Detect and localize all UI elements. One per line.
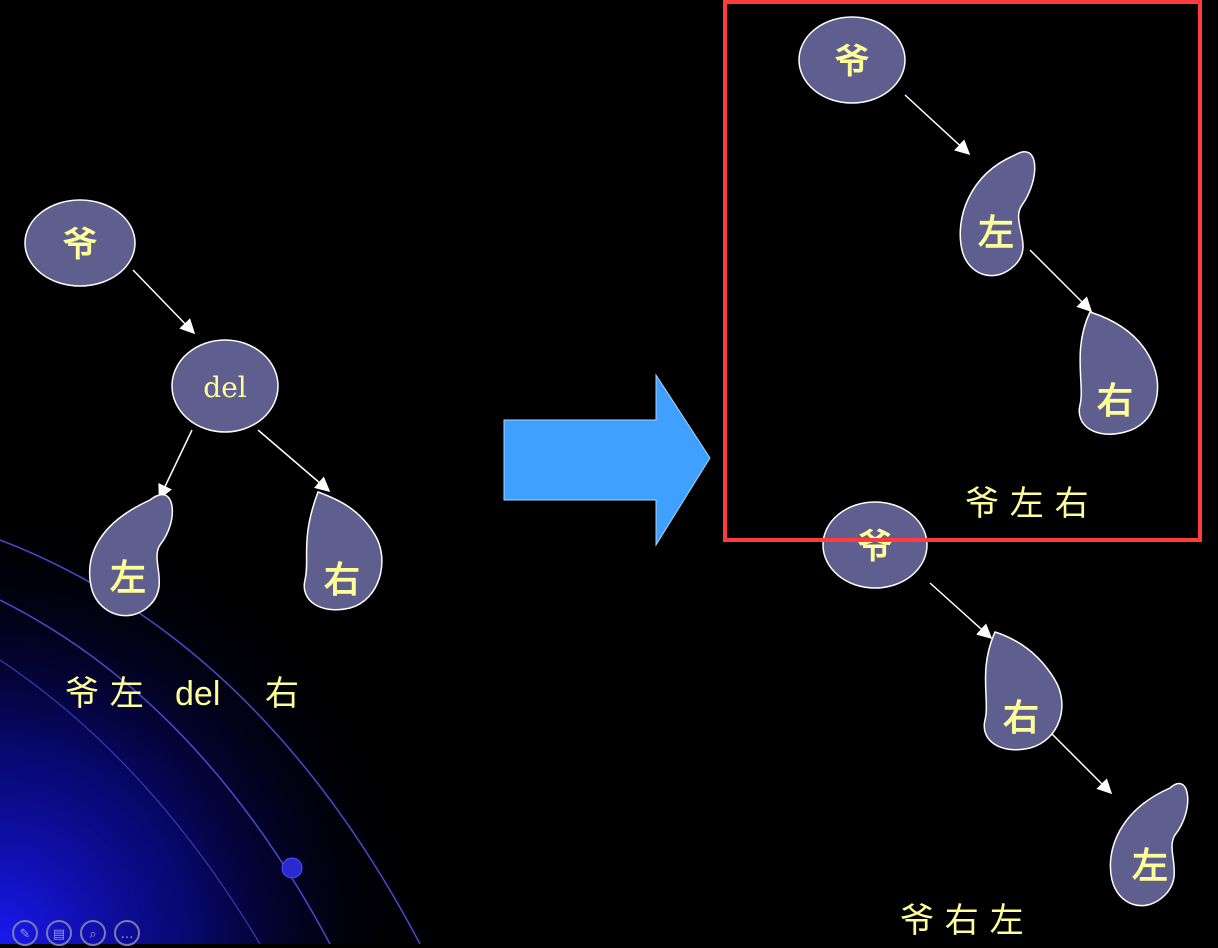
caption-bottom: 爷 右 左 bbox=[900, 901, 1024, 941]
tree-node-bottom-root bbox=[822, 501, 928, 589]
subtree-top-child bbox=[959, 151, 1036, 277]
left-tree: 爷 del 左 右 爷 左 del 右 bbox=[24, 199, 383, 714]
subtree-label-bottom-child: 右 bbox=[1003, 698, 1039, 739]
edge-del-right bbox=[257, 429, 331, 492]
subtree-label-bottom-grandchild: 左 bbox=[1132, 846, 1168, 887]
subtree-label-top-grandchild: 右 bbox=[1097, 381, 1133, 422]
edge-top-child-grandchild bbox=[1029, 249, 1093, 313]
subtree-label-left: 左 bbox=[110, 558, 146, 599]
result-tree-top: 爷 左 右 爷 左 右 bbox=[723, 0, 1202, 542]
edge-top-root-child bbox=[904, 94, 971, 156]
more-icon[interactable]: … bbox=[114, 920, 140, 946]
subtree-label-right: 右 bbox=[324, 560, 360, 601]
edge-root-del bbox=[132, 269, 196, 335]
subtree-bottom-grandchild bbox=[1109, 782, 1189, 907]
slides-icon[interactable]: ▤ bbox=[46, 920, 72, 946]
edge-bottom-child-grandchild bbox=[1047, 729, 1113, 795]
tree-node-top-root bbox=[798, 16, 906, 104]
subtree-left bbox=[88, 493, 173, 617]
highlight-box bbox=[723, 0, 1202, 542]
tree-node-del bbox=[171, 339, 279, 433]
caption-top: 爷 左 右 bbox=[965, 484, 1089, 524]
node-label-del: del bbox=[203, 371, 246, 404]
caption-left-part1: 爷 左 bbox=[65, 674, 144, 714]
edge-del-left bbox=[158, 429, 193, 500]
zoom-icon[interactable]: ⌕ bbox=[80, 920, 106, 946]
node-label-root: 爷 bbox=[63, 225, 97, 265]
pen-icon[interactable]: ✎ bbox=[12, 920, 38, 946]
subtree-bottom-child bbox=[983, 631, 1063, 751]
caption-left-part3: 右 bbox=[265, 674, 299, 714]
caption-left-del: del bbox=[175, 675, 220, 713]
right-arrow-icon bbox=[503, 373, 711, 547]
subtree-right bbox=[303, 491, 383, 611]
node-label-top-root: 爷 bbox=[835, 42, 869, 82]
node-label-bottom-root: 爷 bbox=[858, 527, 892, 567]
subtree-top-grandchild bbox=[1078, 311, 1159, 435]
subtree-label-top-child: 左 bbox=[978, 213, 1014, 254]
result-tree-bottom: 爷 右 左 爷 右 左 bbox=[822, 501, 1189, 941]
edge-bottom-root-child bbox=[929, 582, 993, 640]
tree-node-root bbox=[24, 199, 136, 287]
